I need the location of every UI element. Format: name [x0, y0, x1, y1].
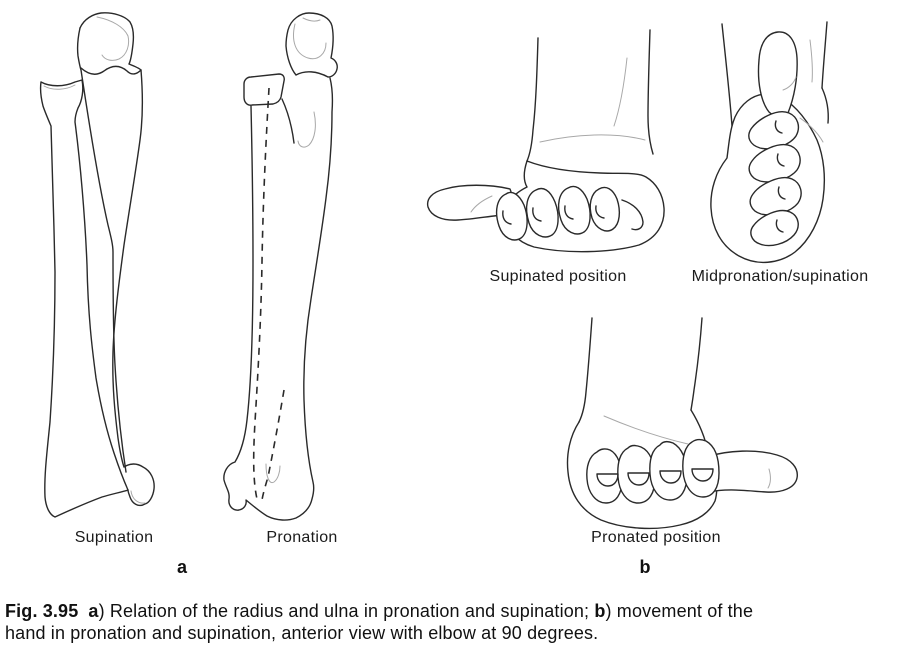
caption-line-1: Fig. 3.95 a) Relation of the radius and u… — [5, 600, 900, 622]
caption-b-marker: b — [594, 601, 606, 621]
label-pronated-position: Pronated position — [591, 529, 721, 546]
label-supination: Supination — [74, 529, 154, 546]
bones-pronation-drawing — [223, 12, 338, 521]
caption-fig-number: Fig. 3.95 — [5, 601, 79, 621]
bones-supination-drawing — [39, 12, 155, 518]
caption-b-text: ) movement of the — [605, 601, 754, 621]
hand-supinated-drawing — [426, 29, 665, 253]
label-supinated-position: Supinated position — [489, 268, 627, 285]
label-pronation: Pronation — [266, 529, 338, 546]
hand-midpronation-drawing — [710, 21, 829, 263]
hand-pronated-drawing — [566, 317, 798, 530]
label-midpronation-supination: Midpronation/supination — [691, 268, 869, 285]
panel-b-marker: b — [639, 557, 651, 577]
caption-line-2: hand in pronation and supination, anteri… — [5, 623, 599, 643]
panel-a-marker: a — [176, 557, 188, 577]
caption-a-marker: a — [88, 601, 99, 621]
caption-a-text: ) Relation of the radius and ulna in pro… — [98, 601, 595, 621]
figure-caption: Fig. 3.95 a) Relation of the radius and u… — [5, 600, 900, 644]
